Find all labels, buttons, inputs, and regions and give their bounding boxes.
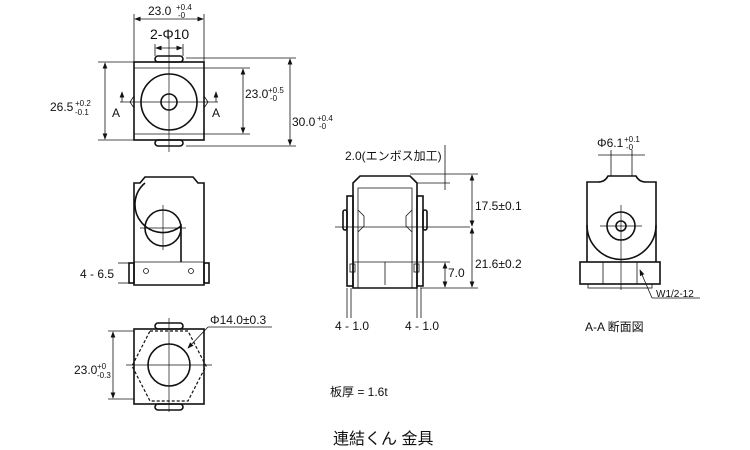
inner-tol-plus: +0.5 xyxy=(268,86,284,95)
height-tol-plus: +0.2 xyxy=(75,99,91,108)
lower-dim: 21.6±0.2 xyxy=(475,257,522,271)
inner-tol-minus: -0 xyxy=(270,94,278,103)
diameter-label: Φ14.0±0.3 xyxy=(210,313,267,327)
side-view: 4 - 1.0 4 - 1.0 2.0(エンボス加工) 17.5±0.1 21.… xyxy=(330,145,522,399)
thickness: 板厚 = 1.6t xyxy=(330,385,388,399)
section-mark-right: A xyxy=(212,106,220,120)
width-dim: 23.0 xyxy=(148,4,172,18)
hole-dim: Φ6.1 xyxy=(597,136,624,150)
slot-right: 4 - 1.0 xyxy=(405,319,439,333)
thread-label: W1/2-12 xyxy=(656,289,694,300)
tab-label: 4 - 6.5 xyxy=(80,267,114,281)
front-view: 4 - 6.5 xyxy=(80,176,210,286)
side-tol-minus: -0.3 xyxy=(97,371,111,380)
width-tol-minus: -0 xyxy=(178,11,186,20)
bottom-view: 23.0 +0 -0.3 Φ14.0±0.3 xyxy=(74,313,272,412)
emboss-label: 2.0(エンボス加工) xyxy=(345,149,442,163)
overall-dim: 30.0 xyxy=(292,115,316,129)
height-dim: 26.5 xyxy=(50,100,74,114)
slot-left: 4 - 1.0 xyxy=(335,319,369,333)
upper-dim: 17.5±0.1 xyxy=(475,199,522,213)
overall-tol-plus: +0.4 xyxy=(317,114,333,123)
inner-dim: 23.0 xyxy=(245,87,269,101)
drawing-title: 連結くん 金具 xyxy=(333,430,433,448)
section-caption: A-A 断面図 xyxy=(585,319,644,334)
side-dim: 23.0 xyxy=(74,363,98,377)
hole-tol-plus: +0.1 xyxy=(624,135,640,144)
top-view: 23.0 +0.4 -0 2-Φ10 26.5 +0.2 -0.1 23.0 +… xyxy=(50,3,333,152)
hole-label: 2-Φ10 xyxy=(150,26,189,42)
side-tol-plus: +0 xyxy=(97,362,107,371)
overall-tol-minus: -0 xyxy=(319,122,327,131)
hole-tol-minus: -0 xyxy=(626,143,634,152)
section-mark-left: A xyxy=(112,106,120,120)
width-tol-plus: +0.4 xyxy=(176,3,192,12)
section-view: Φ6.1 +0.1 -0 W1/2-12 A-A 断面図 xyxy=(579,135,700,334)
base-dim: 7.0 xyxy=(448,266,465,280)
height-tol-minus: -0.1 xyxy=(75,108,89,117)
